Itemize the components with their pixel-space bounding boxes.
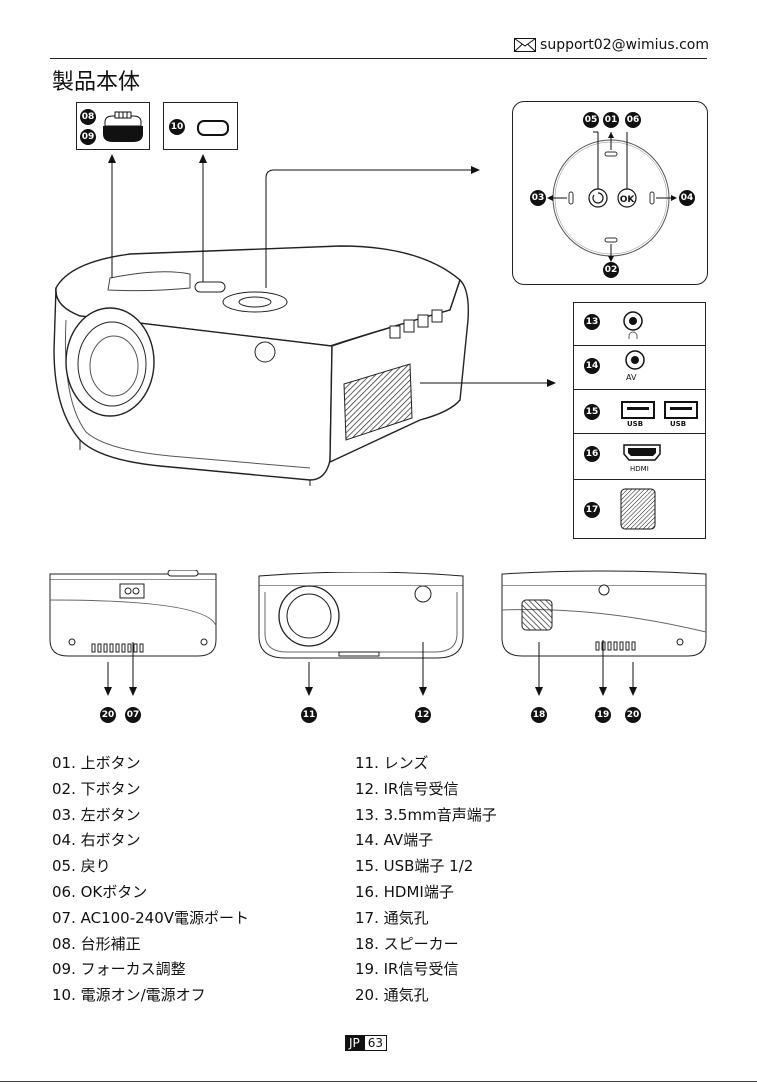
callout-01: 01 [603,112,619,128]
callout-12: 12 [415,707,431,723]
power-inset: 10 [163,102,238,150]
list-item: 12. IR信号受信 [355,779,459,798]
projector-side-view-left [49,570,217,657]
usb-port-2-icon [664,401,698,419]
hdmi-port-icon [623,444,661,461]
callout-18: 18 [531,707,547,723]
parts-list-right: 11. レンズ 12. IR信号受信 13. 3.5mm音声端子 14. AV端… [355,751,497,1009]
list-item: 06. OKボタン [52,882,148,901]
callout-13: 13 [584,314,600,330]
callout-16: 16 [584,446,600,462]
callout-14: 14 [584,358,600,374]
callout-15: 15 [584,404,600,420]
projector-side-view-right [501,570,707,657]
page-title: 製品本体 [52,70,141,95]
list-item: 13. 3.5mm音声端子 [355,805,497,824]
list-item: 14. AV端子 [355,831,434,850]
list-item: 11. レンズ [355,754,429,772]
list-item: 10. 電源オン/電源オフ [52,986,206,1005]
av-jack-icon [625,350,645,370]
callout-04: 04 [679,190,695,206]
control-pad-diagram: OK [547,131,677,262]
list-item: 19. IR信号受信 [355,960,459,979]
projector-main-illustration [53,245,470,486]
list-item: 09. フォーカス調整 [52,960,186,979]
list-item: 16. HDMI端子 [355,882,454,901]
callout-08: 08 [80,109,96,125]
vent-grille-icon [620,488,656,530]
hdmi-port-label: HDMI [630,465,649,473]
list-item: 20. 通気孔 [355,986,429,1005]
support-email-text: support02@wimius.com [540,37,709,53]
usb-port-2-label: USB [670,420,687,428]
list-item: 01. 上ボタン [52,754,141,772]
list-item: 15. USB端子 1/2 [355,857,474,876]
focus-wheel-icon [103,111,143,142]
list-item: 05. 戻り [52,857,111,876]
envelope-icon [514,38,537,52]
callout-20: 20 [100,707,116,723]
list-item: 02. 下ボタン [52,779,141,798]
list-item: 04. 右ボタン [52,831,141,850]
language-tag: JP [345,1035,364,1051]
ok-key-label: OK [620,195,636,205]
list-item: 17. 通気孔 [355,908,429,927]
parts-list-left: 01. 上ボタン 02. 下ボタン 03. 左ボタン 04. 右ボタン 05. … [52,751,249,1009]
list-item: 18. スピーカー [355,934,459,953]
callout-17: 17 [584,502,600,518]
list-item: 03. 左ボタン [52,805,141,824]
callout-06: 06 [625,112,641,128]
focus-keystone-inset: 08 09 [76,102,150,150]
callout-20b: 20 [625,707,641,723]
projector-front-view [258,572,464,659]
header-rule [50,58,707,59]
callout-11: 11 [301,707,317,723]
callout-05: 05 [583,112,599,128]
support-email: support02@wimius.com [514,37,709,53]
list-item: 08. 台形補正 [52,934,141,953]
port-row-hdmi: 16 HDMI [573,433,706,480]
callout-19: 19 [595,707,611,723]
port-row-audio: 13 [573,302,706,346]
port-row-vent: 17 [573,479,706,539]
callout-07: 07 [125,707,141,723]
footer-rule [0,1081,757,1082]
list-item: 07. AC100-240V電源ポート [52,908,250,927]
usb-port-1-icon [621,401,655,419]
callout-02: 02 [603,262,619,278]
port-row-usb: 15 USB USB [573,389,706,434]
page-footer: JP 63 [345,1035,388,1051]
callout-10: 10 [169,119,185,135]
callout-03: 03 [530,190,546,206]
callout-09: 09 [80,129,96,145]
control-pad-inset: OK 05 01 06 03 04 02 [512,101,708,285]
av-port-label: AV [626,373,637,382]
audio-jack-icon [623,311,643,339]
port-row-av: 14 AV [573,345,706,390]
page-number: 63 [363,1035,388,1051]
power-button-icon [197,120,229,136]
usb-port-1-label: USB [627,420,644,428]
